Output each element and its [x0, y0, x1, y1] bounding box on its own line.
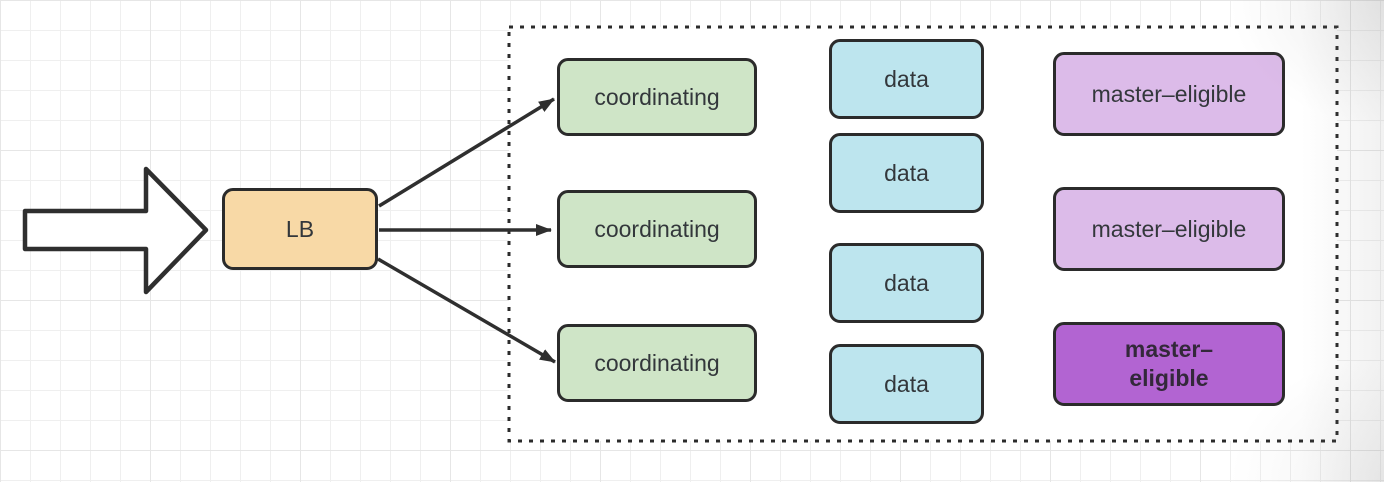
coordinating-node-2[interactable]: coordinating: [557, 190, 757, 268]
master-eligible-node-label: master–eligible: [1091, 80, 1247, 107]
master-eligible-label-line2: eligible: [1129, 365, 1209, 391]
inbound-traffic-arrow[interactable]: [22, 166, 209, 295]
master-eligible-node-label: master– eligible: [1125, 335, 1213, 393]
data-node-label: data: [884, 65, 929, 92]
coordinating-node-label: coordinating: [594, 349, 720, 376]
load-balancer-node[interactable]: LB: [222, 188, 378, 270]
data-node-label: data: [884, 269, 929, 296]
data-node-label: data: [884, 370, 929, 397]
connector-lb-coordinating-3[interactable]: [377, 257, 556, 364]
data-node-label: data: [884, 159, 929, 186]
data-node-4[interactable]: data: [829, 344, 984, 424]
coordinating-node-1[interactable]: coordinating: [557, 58, 757, 136]
master-eligible-label-line1: master–: [1124, 336, 1214, 363]
data-node-3[interactable]: data: [829, 243, 984, 323]
master-eligible-node-2[interactable]: master–eligible: [1053, 187, 1285, 271]
coordinating-node-label: coordinating: [594, 215, 720, 242]
data-node-1[interactable]: data: [829, 39, 984, 119]
master-eligible-node-label: master–eligible: [1091, 215, 1247, 242]
connector-lb-coordinating-1[interactable]: [378, 97, 555, 208]
data-node-2[interactable]: data: [829, 133, 984, 213]
master-eligible-node-3-emphasized[interactable]: master– eligible: [1053, 322, 1285, 406]
coordinating-node-label: coordinating: [594, 83, 720, 110]
coordinating-node-3[interactable]: coordinating: [557, 324, 757, 402]
master-eligible-node-1[interactable]: master–eligible: [1053, 52, 1285, 136]
load-balancer-label: LB: [285, 215, 315, 242]
